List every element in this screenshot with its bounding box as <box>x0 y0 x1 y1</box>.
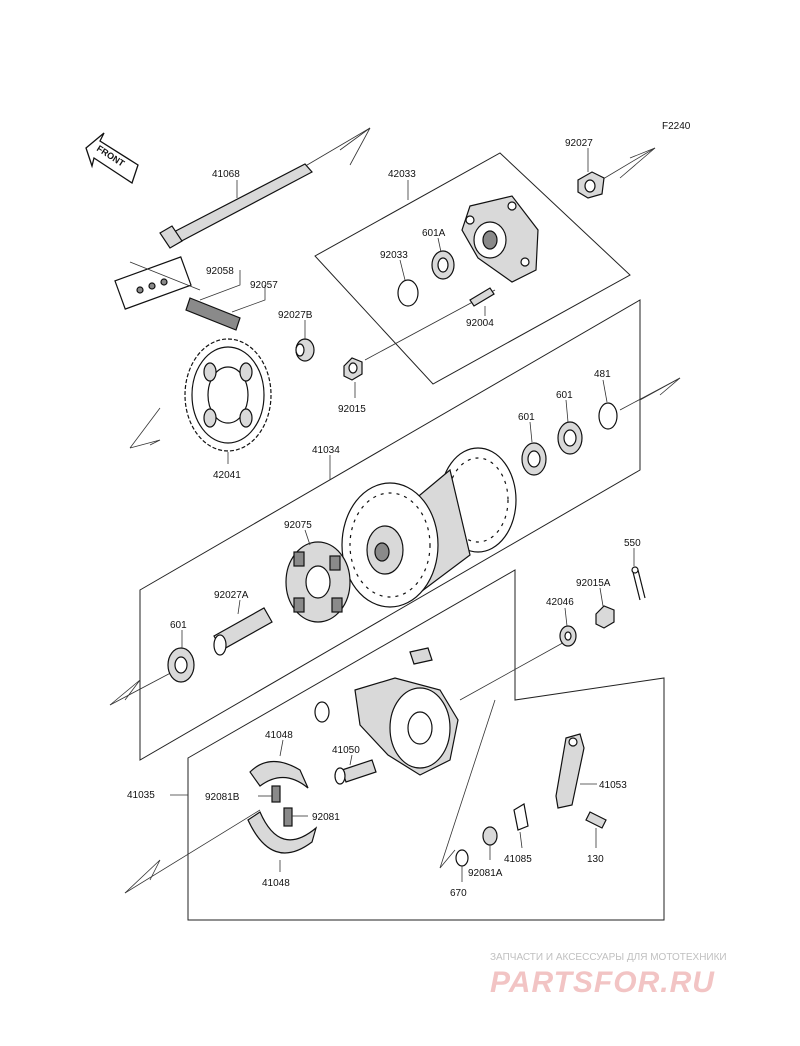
seal-670 <box>455 849 469 867</box>
label-670: 670 <box>450 888 467 899</box>
chain-92057 <box>114 256 241 331</box>
label-601-top: 601 <box>556 390 573 401</box>
brake-lever-41053 <box>555 733 585 809</box>
label-92081: 92081 <box>312 812 340 823</box>
hub-coupling-42033 <box>461 195 539 283</box>
label-92027b: 92027B <box>278 310 313 321</box>
label-550: 550 <box>624 538 641 549</box>
front-arrow-icon: FRONT <box>85 132 139 185</box>
damper-92075 <box>285 541 351 623</box>
watermark-logo: PARTSFOR.RU <box>490 966 715 999</box>
label-601-left: 601 <box>170 620 187 631</box>
stud-92004 <box>469 287 495 307</box>
label-42033: 42033 <box>388 169 416 180</box>
label-92058: 92058 <box>206 266 234 277</box>
label-130: 130 <box>587 854 604 865</box>
seal-ring <box>314 701 330 723</box>
label-41048-bottom: 41048 <box>262 878 290 889</box>
axis-lines <box>109 127 681 894</box>
label-41034: 41034 <box>312 445 340 456</box>
label-92015a: 92015A <box>576 578 611 589</box>
sprocket-42041 <box>184 338 272 452</box>
part-labels: 41068 92058 92057 92027B 42041 42033 920… <box>127 138 641 899</box>
spacer-92027a <box>213 607 273 656</box>
diagram-code: F2240 <box>662 121 691 132</box>
label-41068: 41068 <box>212 169 240 180</box>
wheel-group-outline <box>139 299 641 761</box>
brake-shoe-41048-bottom <box>247 811 318 854</box>
label-42041: 42041 <box>213 470 241 481</box>
spring-92081a <box>482 826 498 846</box>
label-leaders <box>170 148 635 882</box>
brake-cam-41050 <box>334 759 377 785</box>
spring-92081b <box>271 785 281 803</box>
label-92081a: 92081A <box>468 868 503 879</box>
label-41050: 41050 <box>332 745 360 756</box>
label-481: 481 <box>594 369 611 380</box>
brake-shoe-41048-top <box>249 760 309 789</box>
bearing-601-left <box>167 647 195 683</box>
brake-panel-41035 <box>354 647 459 776</box>
watermark: ЗАПЧАСТИ И АКСЕССУАРЫ ДЛЯ МОТОТЕХНИКИ PA… <box>490 952 727 999</box>
label-92004: 92004 <box>466 318 494 329</box>
label-41035: 41035 <box>127 790 155 801</box>
label-41048-top: 41048 <box>265 730 293 741</box>
label-41085: 41085 <box>504 854 532 865</box>
label-601-mid: 601 <box>518 412 535 423</box>
hub-subassembly-outline <box>314 152 631 385</box>
label-601a: 601A <box>422 228 446 239</box>
seal-481 <box>598 402 618 430</box>
label-92081b: 92081B <box>205 792 240 803</box>
collar-92027 <box>577 171 605 199</box>
collar-92027b <box>295 338 315 362</box>
wheel-hub-41034 <box>341 447 517 608</box>
cotter-pin-550 <box>631 566 646 601</box>
circlip-92033 <box>397 279 419 307</box>
watermark-tagline: ЗАПЧАСТИ И АКСЕССУАРЫ ДЛЯ МОТОТЕХНИКИ <box>490 952 727 963</box>
label-92033: 92033 <box>380 250 408 261</box>
label-92057: 92057 <box>250 280 278 291</box>
nut-92015a <box>595 605 615 629</box>
spring-92081 <box>283 807 293 827</box>
bearing-601a <box>431 250 455 280</box>
bolt-130 <box>585 811 607 829</box>
label-42046: 42046 <box>546 597 574 608</box>
axle-41068 <box>159 163 313 249</box>
label-92075: 92075 <box>284 520 312 531</box>
label-41053: 41053 <box>599 780 627 791</box>
collar-42046 <box>559 625 577 647</box>
bearing-601-top <box>557 421 583 455</box>
bearing-601-mid <box>521 442 547 476</box>
label-92015: 92015 <box>338 404 366 415</box>
label-92027: 92027 <box>565 138 593 149</box>
indicator-41085 <box>513 803 529 831</box>
nut-92015 <box>343 357 363 381</box>
label-92027a: 92027A <box>214 590 249 601</box>
brake-panel-outline <box>187 569 665 921</box>
